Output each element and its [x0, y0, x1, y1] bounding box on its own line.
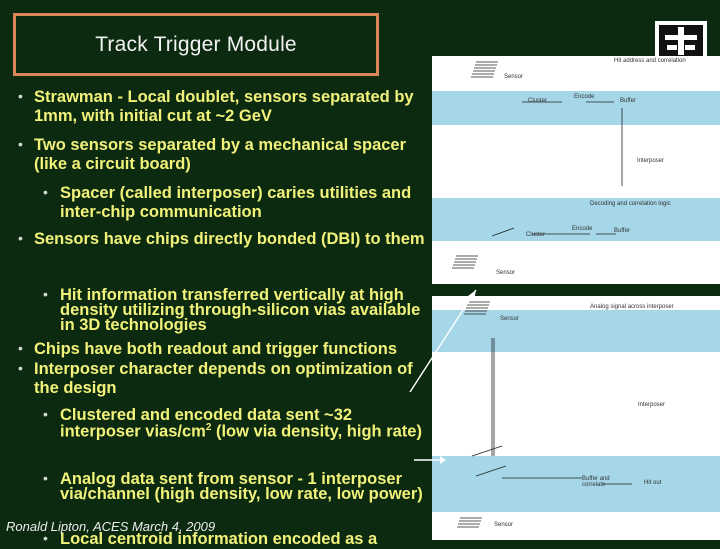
- digital-interposer-figure: Sensor Cluster Encode Buffer Interposer …: [432, 56, 720, 284]
- lab-logo-icon: [655, 21, 707, 61]
- upper-chip-band: [432, 91, 720, 125]
- bullet-dot: •: [43, 406, 48, 422]
- bullet-item: •Chips have both readout and trigger fun…: [18, 340, 398, 358]
- bullet-dot: •: [18, 136, 23, 152]
- slide-footer: Ronald Lipton, ACES March 4, 2009: [6, 519, 216, 534]
- bullet-dot: •: [18, 230, 23, 246]
- bullet-item: •Interposer character depends on optimiz…: [18, 360, 413, 398]
- bullet-dot: •: [43, 530, 48, 546]
- lower-chip-band: [432, 456, 720, 512]
- analog-interposer-figure: Analog signal across interposer Sensor I…: [432, 296, 720, 540]
- slide-title: Track Trigger Module: [13, 13, 379, 76]
- upper-chip-band: [432, 310, 720, 352]
- bullet-item: •Strawman - Local doublet, sensors separ…: [18, 88, 414, 126]
- figure-lines: [452, 61, 623, 269]
- bullet-dot: •: [18, 360, 23, 376]
- bullet-dot: •: [18, 88, 23, 104]
- bullet-dot: •: [18, 340, 23, 356]
- figure-lines: [457, 301, 632, 528]
- bullet-dot: •: [43, 286, 48, 302]
- sub-bullet-item: •Clustered and encoded data sent ~32 int…: [43, 406, 422, 441]
- sub-bullet-item: •Analog data sent from sensor - 1 interp…: [43, 470, 423, 504]
- bullet-dot: •: [43, 184, 48, 200]
- bullet-dot: •: [43, 470, 48, 486]
- bullet-item: •Sensors have chips directly bonded (DBI…: [18, 230, 425, 248]
- bullet-item: •Two sensors separated by a mechanical s…: [18, 136, 407, 174]
- sub-bullet-item: •Spacer (called interposer) caries utili…: [43, 184, 412, 222]
- sub-bullet-item: •Hit information transferred vertically …: [43, 286, 421, 335]
